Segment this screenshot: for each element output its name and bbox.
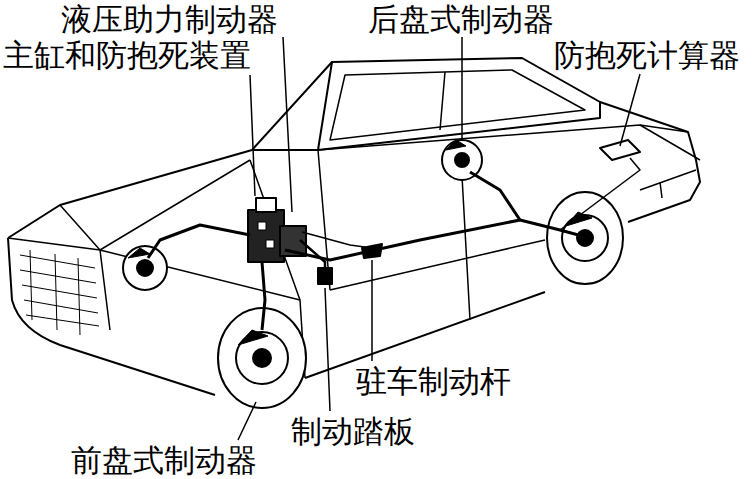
part-label: 驻车制动杆 bbox=[355, 364, 512, 398]
part-label: 制动踏板 bbox=[290, 414, 416, 448]
part-label: 液压助力制动器 bbox=[60, 2, 279, 36]
part-label: 主缸和防抱死装置 bbox=[2, 38, 252, 72]
part-label: 防抱死计算器 bbox=[553, 38, 741, 72]
part-label: 前盘式制动器 bbox=[70, 443, 258, 477]
part-label: 后盘式制动器 bbox=[367, 2, 555, 36]
